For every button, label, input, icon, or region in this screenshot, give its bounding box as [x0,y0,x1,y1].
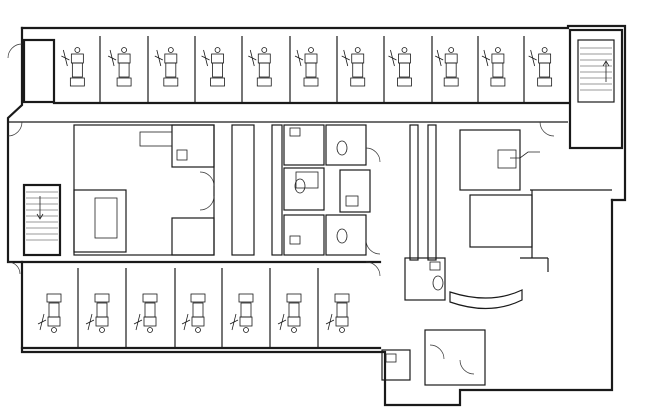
toilet-icon [432,275,444,291]
door-swing-icon [199,195,215,211]
toilet-icon [336,228,348,244]
toilet-icon [294,178,306,194]
door-swing-icon [7,121,23,137]
bottom-operatory-partitions [77,268,319,348]
dental-chair-icon [107,47,132,87]
toilet-icon [336,140,348,156]
dental-chair-icon [277,293,302,333]
door-swings [7,43,555,375]
door-swing-icon [365,261,381,277]
dental-chair-icon [481,47,506,87]
dental-chair-icon [341,47,366,87]
dental-chair-icon [248,47,272,87]
door-swing-icon [7,43,23,59]
bottom-operatory-chairs [37,293,350,333]
sink-icon [176,149,188,161]
stairs-left [26,191,58,241]
sink-icon [385,353,397,363]
sink-icon [345,195,359,207]
door-swing-icon [7,261,21,275]
dental-chair-icon [388,47,412,87]
dental-chair-icon [201,47,225,87]
dental-chair-icon [294,47,319,87]
dental-chair-icon [229,293,254,333]
door-swing-icon [539,121,555,137]
dental-chair-icon [154,47,179,87]
dental-chair-icon [61,47,85,87]
dental-chair-icon [37,293,62,333]
fixtures [94,127,540,363]
dental-chair-icon [510,151,540,159]
dental-chair-icon [325,293,350,333]
dental-chair-icon [133,293,158,333]
top-operatory-chairs [61,47,553,87]
dental-chair-icon [435,47,459,87]
sink-icon [289,235,301,245]
door-swing-icon [429,344,445,360]
dental-chair-icon [181,293,206,333]
dental-chair-icon [85,293,110,333]
sink-icon [429,261,441,271]
door-swing-icon [365,147,381,163]
stair-arrow-icon [602,60,610,82]
sink-icon [289,127,301,137]
stair-arrow-icon [36,196,44,220]
door-swing-icon [365,239,381,255]
top-operatory-partitions [99,36,525,103]
door-swing-icon [459,359,475,375]
stairs-right [580,47,612,91]
exterior-walls [6,24,627,407]
door-swing-icon [199,171,215,187]
dental-chair-icon [528,47,553,87]
